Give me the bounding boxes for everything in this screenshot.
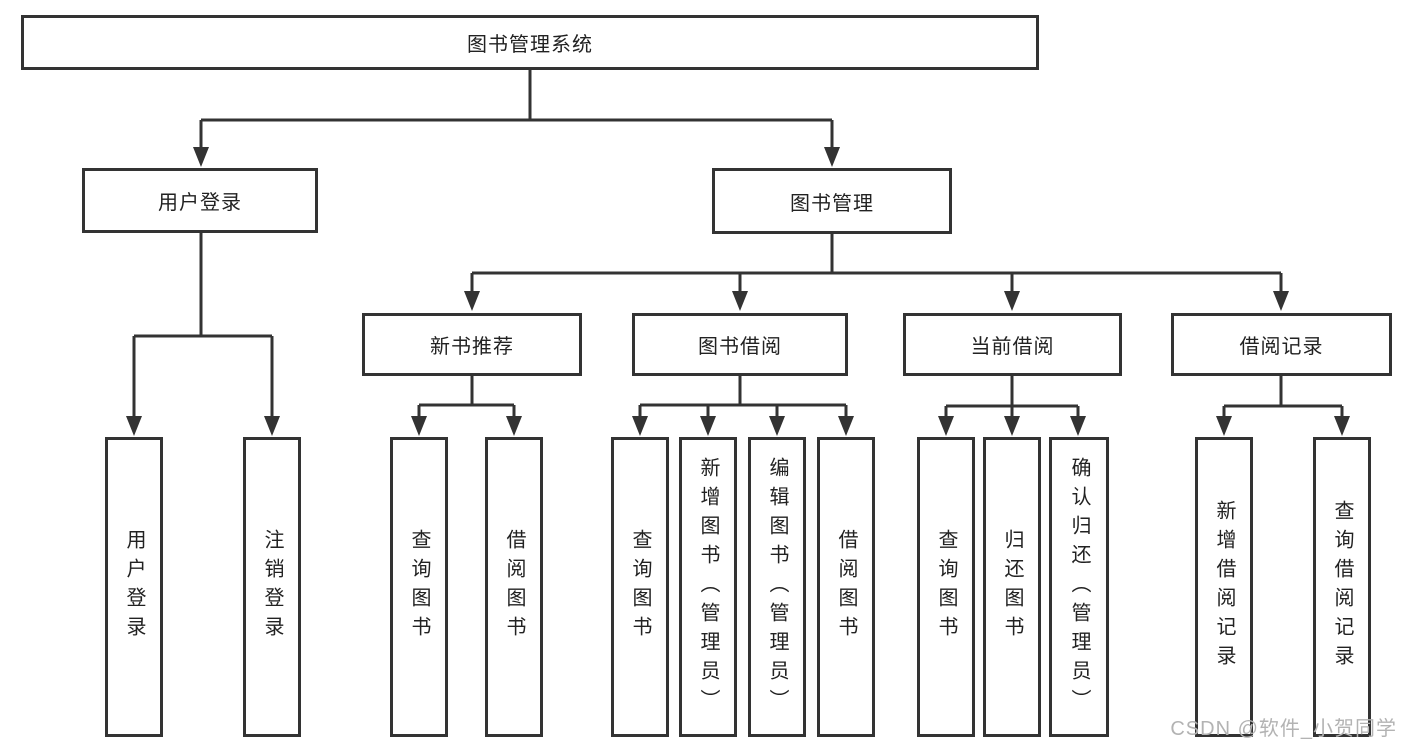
leaf-box-confirm-return-admin: 确认归还（管理员） [1049,437,1109,737]
leaf-label-borrow-books: 借阅图书 [835,529,857,645]
leaf-label-edit-books-admin: 编辑图书（管理员） [766,456,788,718]
node-box-book-borrow: 图书借阅 [632,313,848,376]
node-label-root: 图书管理系统 [467,34,593,56]
csdn-watermark: CSDN @软件_小贺同学 [1170,718,1397,740]
arrow-down-icon [700,416,716,436]
leaf-label-add-borrow-record: 新增借阅记录 [1213,500,1235,674]
leaf-label-borrow-books-recommend: 借阅图书 [503,529,525,645]
leaf-box-query-books-recommend: 查询图书 [390,437,448,737]
node-box-user-login: 用户登录 [82,168,318,233]
arrow-down-icon [632,416,648,436]
leaf-box-return-books: 归还图书 [983,437,1041,737]
arrow-down-icon [193,147,209,167]
arrow-down-icon [464,291,480,311]
arrow-down-icon [824,147,840,167]
leaf-label-return-books: 归还图书 [1001,529,1023,645]
node-label-borrow-records: 借阅记录 [1239,336,1324,358]
leaf-box-query-borrow-record: 查询借阅记录 [1313,437,1371,737]
arrow-down-icon [1273,291,1289,311]
arrow-down-icon [506,416,522,436]
leaf-label-query-borrow-record: 查询借阅记录 [1331,500,1353,674]
node-box-book-management: 图书管理 [712,168,952,234]
arrow-down-icon [732,291,748,311]
leaf-label-query-books-recommend: 查询图书 [408,529,430,645]
node-box-new-book-recommend: 新书推荐 [362,313,582,376]
leaf-label-logout: 注销登录 [261,529,283,645]
leaf-label-user-login: 用户登录 [123,529,145,645]
leaf-box-borrow-books-recommend: 借阅图书 [485,437,543,737]
arrow-down-icon [126,416,142,436]
arrow-down-icon [938,416,954,436]
arrow-down-icon [1070,416,1086,436]
node-label-user-login: 用户登录 [158,192,242,214]
leaf-box-query-books-current: 查询图书 [917,437,975,737]
node-box-root: 图书管理系统 [21,15,1039,70]
arrowheads [126,147,1350,436]
arrow-down-icon [1004,416,1020,436]
node-label-current-borrow: 当前借阅 [970,336,1055,358]
arrow-down-icon [264,416,280,436]
node-label-book-borrow: 图书借阅 [698,336,782,358]
node-label-book-management: 图书管理 [790,192,874,215]
leaf-box-query-books-borrow: 查询图书 [611,437,669,737]
leaf-label-query-books-current: 查询图书 [935,529,957,645]
leaf-box-user-login: 用户登录 [105,437,163,737]
leaf-label-add-books-admin: 新增图书（管理员） [697,456,719,718]
leaf-label-confirm-return-admin: 确认归还（管理员） [1068,456,1090,718]
leaf-box-add-borrow-record: 新增借阅记录 [1195,437,1253,737]
arrow-down-icon [838,416,854,436]
arrow-down-icon [1216,416,1232,436]
leaf-label-query-books-borrow: 查询图书 [629,529,651,645]
node-label-new-book-recommend: 新书推荐 [430,336,514,358]
arrow-down-icon [769,416,785,436]
leaf-box-add-books-admin: 新增图书（管理员） [679,437,737,737]
leaf-box-logout: 注销登录 [243,437,301,737]
arrow-down-icon [1334,416,1350,436]
arrow-down-icon [411,416,427,436]
leaf-box-borrow-books: 借阅图书 [817,437,875,737]
arrow-down-icon [1004,291,1020,311]
node-box-borrow-records: 借阅记录 [1171,313,1392,376]
leaf-box-edit-books-admin: 编辑图书（管理员） [748,437,806,737]
node-box-current-borrow: 当前借阅 [903,313,1122,376]
